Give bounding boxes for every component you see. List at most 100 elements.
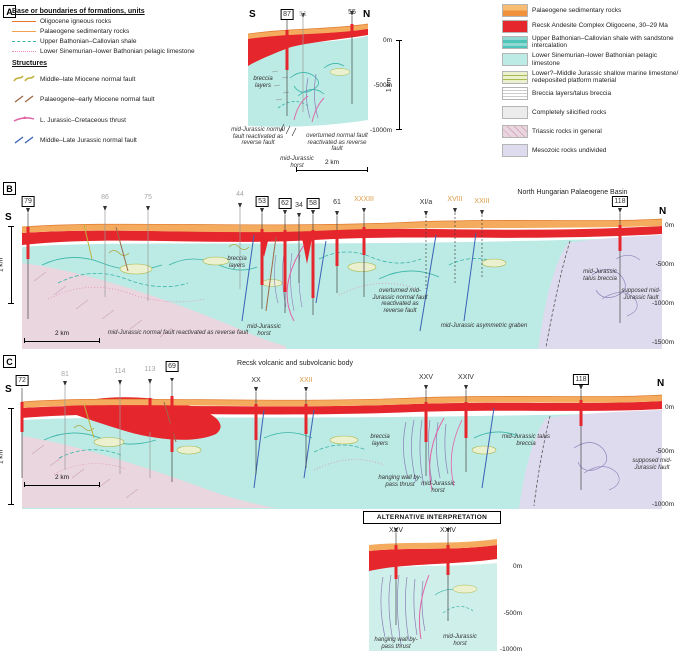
legend-item: Upper Bathonian–Callovian shale [12,38,212,45]
annotation-horst-inset: mid-Jurassic horst [443,634,477,647]
palaeogene-normal-fault-symbol [12,91,36,109]
depth-label: -1000m [651,300,674,307]
legend-item-label: Lower Sinemurian–lower Bathonian pelagic… [40,47,195,55]
legend-structures-title: Structures [12,60,48,68]
fold-lines [277,63,345,109]
annotation-bypass-thrust-c: hanging wall by-pass thrust [378,475,422,488]
annotation-talus-breccia-c: mid-Jurassic talus breccia [501,434,550,447]
panel-c-title: Recsk volcanic and subvolcanic body [237,360,353,367]
legend-item-label: Lower?–Middle Jurassic shallow marine li… [532,69,679,85]
panel-b-south-label: S [5,212,12,223]
fold-zone [403,419,449,487]
shale-swatch [502,35,528,49]
breccia-hatch [271,70,290,101]
legend-item-label: Recsk Andesite Complex Oligocene, 30–29 … [532,22,668,30]
annotation-talus-breccia-b: mid-Jurassic talus breccia [583,269,617,282]
legend-item: Middle–late Miocene normal fault [12,70,212,88]
palaeogene-boundary-line-symbol [12,31,36,33]
borehole-58: 58 [306,198,320,209]
borehole-79: 79 [21,196,35,207]
depth-label: -1000m [499,646,522,653]
borehole-44: 44 [236,191,244,198]
legend-item: Palaeogene–early Miocene normal fault [12,91,212,109]
legend-item-label: Middle–Late Jurassic normal fault [40,137,137,145]
panel-b-vertical-scale: 1 km [0,226,14,304]
depth-label: -1500m [651,339,674,346]
borehole-51: 51 [299,11,307,18]
pelagic-limestone-swatch [502,53,528,67]
panel-a-south-label: S [249,9,256,20]
scale-label: 1 km [0,257,5,272]
borehole-69: 69 [165,361,179,372]
scale-bar [24,482,100,487]
legend-boundaries-title: Base or boundaries of formations, units [12,8,145,15]
borehole-87: 87 [280,9,294,20]
annotation-supposed-fault-b: supposed mid-Jurassic fault [621,288,661,301]
miocene-normal-fault-symbol [12,70,36,88]
jurassic-cretaceous-thrust-symbol [12,111,36,129]
depth-label: 0m [382,37,392,44]
legend-item-label: Palaeogene sedimentary rocks [40,27,130,35]
annotation-supposed-fault-c: supposed mid-Jurassic fault [632,458,672,471]
panel-b-title: North Hungarian Palaeogene Basin [517,189,628,196]
legend-item: Upper Bathonian–Callovian shale with san… [502,35,682,50]
depth-label: 0m [512,563,522,570]
depth-label: 0m [664,404,674,411]
panel-a-tag: A [3,5,16,18]
legend-item-label: Mesozoic rocks undivided [532,147,607,155]
depth-label: 0m [664,222,674,229]
scale-label: 2 km [54,330,70,337]
panel-c-vertical-scale: 1 km [0,408,14,505]
panel-c-cross-section [20,378,663,509]
borehole-61: 61 [333,199,341,206]
panel-c-south-label: S [5,384,12,395]
scale-line [11,409,12,504]
depth-label: -1000m [369,127,392,134]
shale-boundary-line-symbol [12,41,36,43]
legend-item-label: Palaeogene sedimentary rocks [532,6,622,14]
legend-item-label: Oligocene igneous rocks [40,18,112,25]
panel-b-cross-section [21,203,663,349]
scale-bar [296,167,368,172]
scale-line [399,41,400,129]
borehole-xx: XX [251,377,261,384]
borehole-xxv-inset: XXV [388,527,404,534]
annotation-breccia-layers-b: breccia layers [227,256,247,269]
legend-item-label: Lower Sinemurian–lower Bathonian pelagic… [532,52,658,67]
legend-item: Recsk Andesite Complex Oligocene, 30–29 … [502,19,682,33]
panel-c-north-label: N [657,378,665,389]
scale-label: 2 km [54,474,70,481]
scale-line [11,227,12,303]
scale-bar [24,338,100,343]
borehole-62: 62 [278,198,292,209]
borehole-81: 81 [61,371,69,378]
legend-item: Palaeogene sedimentary rocks [12,28,212,35]
legend-item: Completely silicified rocks [502,106,682,120]
panel-c-horizontal-scale: 2 km [24,474,100,487]
borehole-55: 55 [348,9,356,16]
legend-item-label: Breccia layers/talus breccia [532,90,612,98]
panel-a-cross-section [247,11,369,137]
annotation-overturned-fault-a: overturned normal fault reactivated as r… [306,133,368,153]
annotation-horst-b: mid-Jurassic horst [247,324,281,337]
borehole-xviii: XVIII [447,196,463,203]
annotation-reactivated-fault-b: mid-Jurassic normal fault reactivated as… [107,330,249,336]
borehole-113: 113 [144,366,156,373]
legend-item-label: Triassic rocks in general [532,128,602,136]
legend-formations-structures: Base or boundaries of formations, units … [12,8,212,152]
borehole-xxv: XXV [418,374,434,381]
fold-lines [43,431,519,459]
panel-a-horizontal-scale: 2 km [296,159,368,172]
legend-item-label: L. Jurassic–Cretaceous thrust [40,116,126,124]
legend-rock-units: Palaeogene sedimentary rocks Recsk Andes… [502,4,682,160]
borehole-xxiv: XXIV [458,374,474,381]
panel-a-vertical-scale: 1 km [386,40,402,130]
legend-item: Mesozoic rocks undivided [502,144,682,158]
annotation-horst-a: mid-Jurassic horst [280,156,314,169]
inset-title: ALTERNATIVE INTERPRETATION [363,511,501,524]
panel-c-tag: C [3,355,16,368]
borehole-53: 53 [255,196,269,207]
triassic-swatch [502,125,528,139]
borehole-xxiv-inset: XXIV [440,527,456,534]
